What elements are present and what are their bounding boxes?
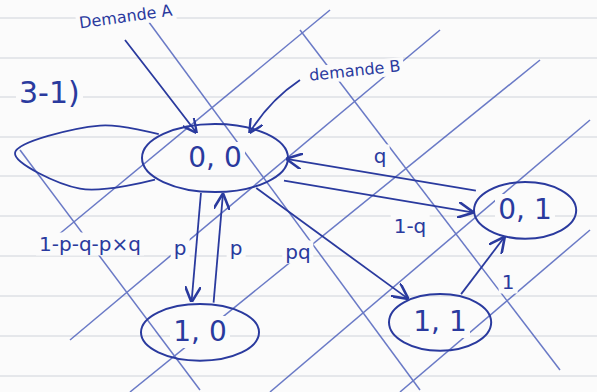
self-loop (15, 125, 159, 189)
strike-lines (20, 10, 590, 392)
state-ellipse: 0, 1 (472, 180, 578, 241)
transition-arrow (192, 193, 201, 301)
transition-arrow (214, 195, 223, 303)
annotation: Demande A (75, 1, 176, 33)
probability-label: p (227, 237, 246, 260)
state-label: 0, 0 (185, 142, 244, 174)
state-ellipse: 1, 1 (387, 292, 493, 353)
leader-line (125, 40, 196, 132)
annotation: demande B (305, 57, 404, 85)
question-number: 3-1) (16, 76, 83, 111)
probability-label: pq (282, 241, 313, 264)
probability-label: p (171, 237, 190, 260)
transition-arrow (461, 238, 504, 294)
leader-line (250, 80, 300, 132)
ruled-lines (0, 18, 597, 376)
probability-label: 1 (499, 271, 518, 294)
probability-label: 1-p-q-p×q (36, 233, 144, 256)
state-label: 1, 1 (410, 306, 469, 338)
leader-arrows (125, 40, 300, 132)
probability-label: q (371, 145, 390, 168)
state-ellipse: 0, 0 (140, 122, 290, 194)
probability-label: 1-q (391, 215, 430, 238)
state-ellipse: 1, 0 (139, 302, 261, 363)
transition-arrow (256, 188, 407, 298)
state-label: 0, 1 (495, 194, 554, 226)
state-label: 1, 0 (170, 316, 229, 348)
